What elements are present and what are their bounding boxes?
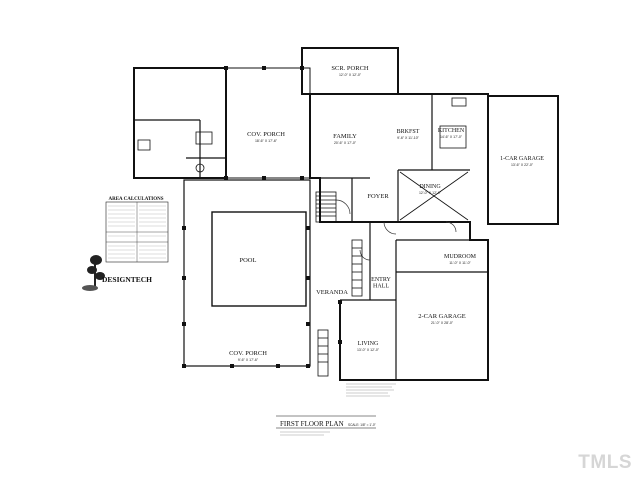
designtech-logo: DESIGNTECH (82, 255, 152, 291)
dim-cov-porch-top: 18'-6" X 17'-6" (255, 139, 278, 143)
title-block: FIRST FLOOR PLAN SCALE: 1/8" = 1'-0" (276, 415, 376, 436)
label-pool: POOL (240, 257, 257, 264)
label-kitchen: KITCHEN (438, 128, 465, 134)
stairs (315, 191, 363, 377)
dim-garage-2: 21'-0" X 28'-0" (431, 321, 454, 325)
dim-cov-porch-bottom: 9'-6" X 17'-6" (238, 358, 259, 362)
label-scr-porch: SCR. PORCH (331, 65, 369, 72)
dining-diagonals (399, 171, 469, 221)
dim-living: 13'-0" X 12'-0" (357, 348, 380, 352)
plan-notes (346, 383, 396, 397)
fixtures (137, 97, 467, 173)
dim-scr-porch: 12'-0" X 12'-0" (339, 73, 362, 77)
area-table-title: AREA CALCULATIONS (108, 197, 163, 202)
label-cov-porch-bottom: COV. PORCH (229, 350, 267, 357)
label-veranda: VERANDA (316, 289, 348, 296)
label-dining: DINING (419, 184, 441, 190)
dim-kitchen: 14'-6" X 17'-0" (440, 135, 463, 139)
label-living: LIVING (358, 341, 379, 347)
dim-dining: 12'-0" X 12'-0" (419, 191, 442, 195)
porch-columns (182, 66, 342, 368)
interior-walls (134, 94, 488, 380)
dim-brkfst: 9'-6" X 11'-10" (397, 136, 420, 140)
pool-water (211, 211, 307, 307)
dim-mudroom: 11'-0" X 11'-0" (449, 261, 471, 265)
title-scale: SCALE: 1/8" = 1'-0" (348, 423, 376, 427)
dim-family: 20'-6" X 17'-0" (334, 141, 357, 145)
door-swings (335, 199, 457, 261)
dim-garage-1: 13'-6" X 22'-0" (511, 163, 534, 167)
label-mudroom: MUDROOM (444, 254, 477, 260)
watermark: TMLS (578, 452, 632, 473)
tree-icon (82, 255, 105, 291)
label-cov-porch-top: COV. PORCH (247, 131, 285, 138)
label-family: FAMILY (333, 133, 357, 140)
area-calculations-table: AREA CALCULATIONS (105, 197, 169, 263)
logo-text: DESIGNTECH (102, 275, 152, 284)
walls (133, 47, 559, 381)
label-garage-2: 2-CAR GARAGE (418, 313, 466, 320)
label-garage-1: 1-CAR GARAGE (500, 156, 544, 162)
label-brkfst: BRKFST (397, 129, 420, 135)
label-foyer: FOYER (367, 193, 389, 200)
room-labels: SCR. PORCH 12'-0" X 12'-0" COV. PORCH 18… (229, 65, 544, 362)
title-first-floor-plan: FIRST FLOOR PLAN (280, 420, 344, 428)
